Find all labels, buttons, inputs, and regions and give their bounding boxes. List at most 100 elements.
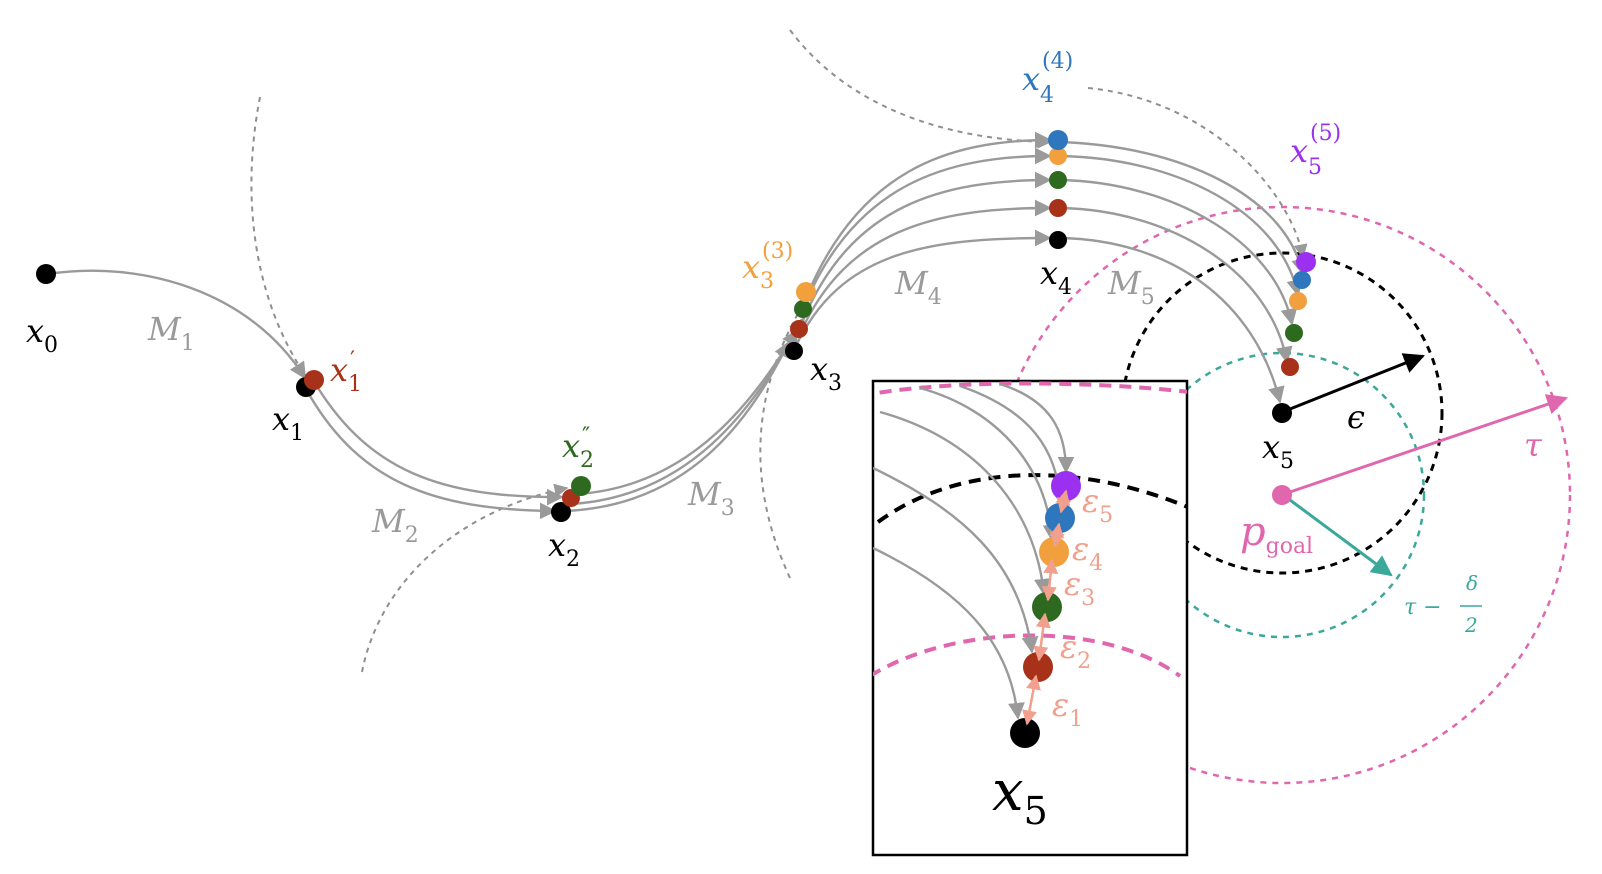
eps5-label: ε5 <box>1082 482 1113 528</box>
label-m1: M1 <box>147 310 195 356</box>
segment-m4-d <box>804 147 1052 303</box>
labels: x0 x1 x1′ x2 x2″ x3 x3(3) x4 x4(4) x5 x5… <box>26 49 1543 637</box>
label-x3-sup3: x3(3) <box>742 239 793 294</box>
inset-error-arrows <box>1022 489 1072 726</box>
inset-point-blue <box>1045 503 1075 533</box>
inset-label-x5: x5 <box>992 759 1048 833</box>
hint-arc-3 <box>759 309 801 579</box>
point-x2-double-prime <box>571 476 591 496</box>
inset-tau-arc-bottom <box>873 633 1182 678</box>
point-x5-red <box>1281 358 1299 376</box>
inset-frame <box>871 379 1189 857</box>
label-m2: M2 <box>371 502 419 548</box>
points <box>36 130 1316 522</box>
hint-arcs <box>250 29 1308 673</box>
label-x3: x3 <box>810 350 842 396</box>
segment-m2-b <box>316 387 564 506</box>
eps3-arrow <box>1041 558 1059 602</box>
segment-m3-b <box>571 328 799 506</box>
label-x4-sup4: x4(4) <box>1022 49 1073 108</box>
eps2-arrow <box>1033 612 1051 662</box>
inset-point-green <box>1032 592 1062 622</box>
label-tau-minus-half-delta: τ − δ 2 <box>1404 571 1482 637</box>
point-x4-orange <box>1049 147 1067 165</box>
label-x5: x5 <box>1262 428 1294 474</box>
segment-m5-e <box>1059 140 1308 276</box>
inset-point-red <box>1023 652 1053 682</box>
point-x5-green <box>1285 324 1303 342</box>
eps1-arrow <box>1022 674 1041 726</box>
inset-point-purple <box>1051 471 1081 501</box>
point-x5 <box>1272 403 1292 423</box>
segment-m4-e <box>804 131 1052 299</box>
inset-point-x5 <box>1010 718 1040 748</box>
segment-m4-c <box>802 171 1052 319</box>
point-x3-red <box>790 320 808 338</box>
segment-m5-c <box>1059 178 1298 326</box>
point-x1-prime <box>304 370 324 390</box>
point-x4 <box>1049 231 1067 249</box>
segment-m3-a <box>565 340 791 513</box>
label-m4: M4 <box>894 264 942 310</box>
eps4-arrow <box>1049 522 1065 548</box>
inset-traj-3 <box>879 410 1051 596</box>
inset-point-orange <box>1039 537 1069 567</box>
label-x0: x0 <box>26 312 58 358</box>
eps2-label: ε2 <box>1060 628 1091 674</box>
point-x4-green <box>1049 171 1067 189</box>
segment-m1 <box>47 269 307 380</box>
label-x5-sup5: x5(5) <box>1290 121 1341 180</box>
inset-tau-arc-top <box>873 381 1187 396</box>
label-x2: x2 <box>548 526 580 572</box>
point-x5-blue <box>1293 271 1311 289</box>
tau-minus-text: τ − <box>1404 595 1442 620</box>
hint-arc-2 <box>361 483 569 673</box>
inset-traj-1 <box>873 546 1025 720</box>
label-tau: τ <box>1524 426 1543 464</box>
eps3-label: ε3 <box>1064 565 1095 611</box>
hint-arc-1 <box>250 96 306 377</box>
point-x4-red <box>1049 199 1067 217</box>
point-pgoal <box>1272 485 1292 505</box>
inset-epsilon-arc <box>876 473 1187 524</box>
point-x0 <box>36 264 56 284</box>
point-x3-green <box>794 300 812 318</box>
segment-m4-b <box>798 199 1052 335</box>
epsilon-circle <box>1120 251 1444 575</box>
point-x2 <box>551 502 571 522</box>
segment-m3-c <box>577 316 806 496</box>
trajectories <box>47 131 1308 520</box>
segment-m5-b <box>1059 206 1293 364</box>
label-x1-prime: x1′ <box>330 348 362 397</box>
inset-traj-2 <box>873 466 1039 654</box>
label-epsilon: ϵ <box>1347 398 1365 436</box>
hint-arc-4 <box>789 29 1052 149</box>
eps5-arrow <box>1055 489 1072 514</box>
point-x5-orange <box>1289 292 1307 310</box>
tau-arrow <box>1289 394 1568 494</box>
point-x4-sup4 <box>1048 130 1068 150</box>
segment-m5-a <box>1059 236 1285 404</box>
segment-m4-a <box>793 229 1052 349</box>
point-x3 <box>785 342 803 360</box>
inset-traj-6 <box>999 382 1075 474</box>
point-x5-sup5 <box>1296 252 1316 272</box>
radius-arrows <box>1289 353 1568 577</box>
eps4-label: ε4 <box>1072 530 1103 576</box>
tau-minus-half-delta-arrow <box>1289 498 1393 577</box>
label-x4: x4 <box>1040 254 1072 300</box>
label-x2-double-prime: x2″ <box>562 424 594 473</box>
delta-text: δ <box>1466 571 1478 595</box>
hint-arc-5 <box>1087 87 1308 259</box>
segment-m5-d <box>1059 154 1304 297</box>
segment-m2-a <box>308 395 557 520</box>
label-m3: M3 <box>687 475 735 521</box>
two-text: 2 <box>1464 613 1478 637</box>
epsilon-arrow <box>1289 353 1425 411</box>
inset-eps-labels: ε1 ε2 ε3 ε4 ε5 <box>1052 482 1113 732</box>
label-pgoal: pgoal <box>1240 509 1313 559</box>
point-x3-sup3 <box>796 282 816 302</box>
label-m5: M5 <box>1107 264 1155 310</box>
label-x1: x1 <box>272 400 304 446</box>
